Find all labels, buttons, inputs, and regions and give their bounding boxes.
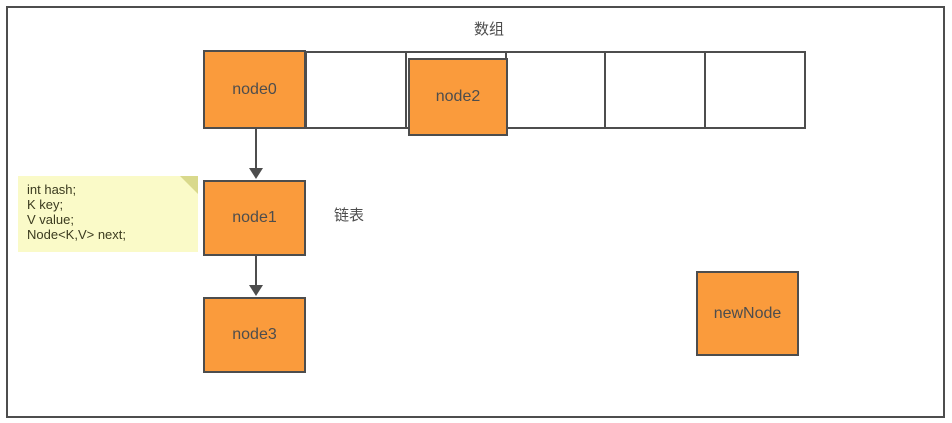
node-fields-note: int hash; K key; V value; Node<K,V> next… — [18, 176, 198, 252]
node-box-node2[interactable]: node2 — [408, 58, 508, 136]
linked-list-title-label: 链表 — [334, 207, 365, 224]
arrow-node0-to-node1-shaft — [255, 128, 257, 170]
array-cell-3[interactable] — [606, 53, 707, 127]
array-cell-2[interactable] — [506, 53, 607, 127]
node-box-node3[interactable]: node3 — [203, 297, 306, 373]
node-box-newnode[interactable]: newNode — [696, 271, 799, 356]
diagram-frame: 数组 链表 node0 node2 node1 node3 newNode in… — [6, 6, 945, 418]
node-box-node1[interactable]: node1 — [203, 180, 306, 256]
array-cell-4[interactable] — [706, 53, 804, 127]
array-bucket-row — [305, 51, 806, 129]
array-cell-0[interactable] — [307, 53, 407, 127]
note-text: int hash; K key; V value; Node<K,V> next… — [27, 182, 127, 242]
node-box-node0[interactable]: node0 — [203, 50, 306, 129]
arrow-node0-to-node1-head-icon — [249, 168, 263, 179]
arrow-node1-to-node3-head-icon — [249, 285, 263, 296]
note-fold-corner-icon — [180, 176, 198, 194]
array-title-label: 数组 — [474, 21, 505, 38]
arrow-node1-to-node3-shaft — [255, 255, 257, 287]
